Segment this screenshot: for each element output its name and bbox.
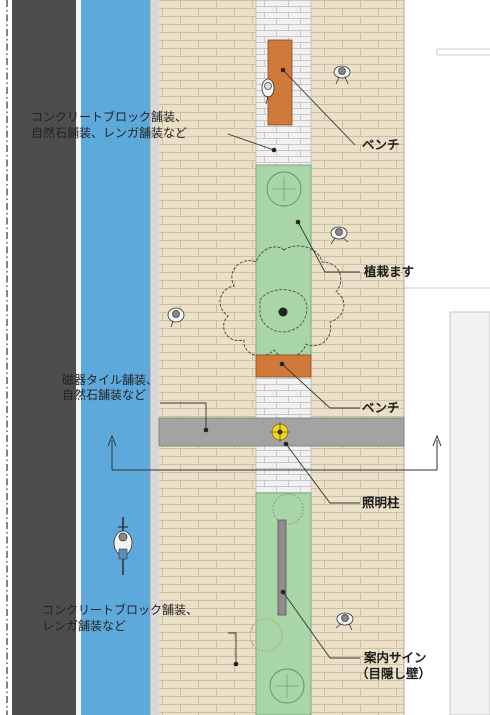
- label-light-pole: 照明柱: [362, 495, 400, 510]
- label-tile-paving-line2: 自然石舗装など: [62, 387, 146, 402]
- building-edge: [449, 311, 490, 715]
- light-pole-icon: [270, 422, 290, 442]
- pedestrian-icon: [167, 307, 185, 328]
- label-paving-top-line2: 自然石舗装、レンガ舗装など: [31, 125, 187, 140]
- label-sign-line1: 案内サイン: [363, 650, 427, 665]
- section-marker: [107, 434, 442, 471]
- pedestrian-icon: [335, 612, 354, 631]
- label-paving-bottom-line2: レンガ舗装など: [42, 619, 126, 633]
- curb: [150, 0, 159, 715]
- label-bench-top: ベンチ: [362, 137, 400, 152]
- tree-trunk: [278, 307, 288, 317]
- bench-mid: [255, 354, 312, 378]
- pedestrian-icon: [333, 65, 351, 85]
- sign-wall: [277, 519, 287, 616]
- pedestrian-icon: [330, 226, 349, 245]
- label-paving-top-line1: コンクリートブロック舗装、: [31, 109, 187, 124]
- cyclist-icon: [113, 517, 133, 575]
- label-tile-paving-line1: 磁器タイル舗装、: [62, 372, 158, 387]
- label-bench-mid: ベンチ: [362, 400, 400, 415]
- pedestrian-icon: [261, 78, 275, 105]
- tree-icon: [266, 171, 302, 207]
- tree-canopy: [219, 245, 345, 358]
- roadway: [12, 0, 76, 715]
- bicycle-lane: [81, 0, 150, 715]
- label-sign-line2: （目隠し壁）: [356, 666, 431, 681]
- planter-1: [255, 164, 312, 356]
- label-planter: 植栽ます: [363, 264, 414, 279]
- label-paving-bottom-line1: コンクリートブロック舗装、: [42, 602, 198, 617]
